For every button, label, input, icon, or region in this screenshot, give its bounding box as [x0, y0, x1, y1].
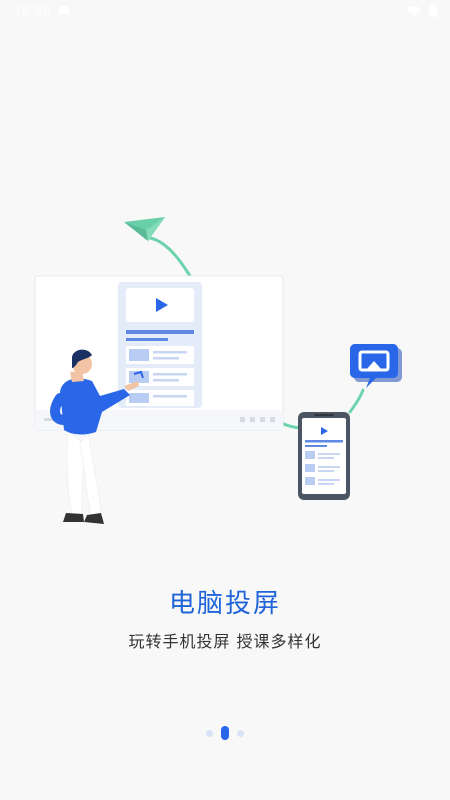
status-bar: 18:26 [0, 0, 450, 24]
page-indicator [0, 726, 450, 740]
status-icons [406, 4, 438, 18]
illustration [34, 217, 402, 524]
status-time: 18:26 [14, 4, 52, 18]
page-dot-2-active[interactable] [221, 726, 229, 740]
notification-icon [59, 6, 69, 14]
cast-icon [350, 344, 402, 388]
page-dot-3[interactable] [237, 729, 244, 737]
phone-play-icon [321, 427, 328, 435]
play-icon [156, 298, 168, 312]
phone-device [298, 412, 350, 500]
page-dot-1[interactable] [206, 729, 213, 737]
battery-icon [429, 4, 437, 17]
presenter-figure [50, 349, 144, 524]
paper-plane-icon [124, 217, 165, 241]
connection-line-short [348, 388, 365, 414]
onboarding-title: 电脑投屏 [168, 589, 281, 619]
onboarding-subtitle: 玩转手机投屏 授课多样化 [128, 632, 322, 651]
wifi-icon [407, 6, 421, 16]
